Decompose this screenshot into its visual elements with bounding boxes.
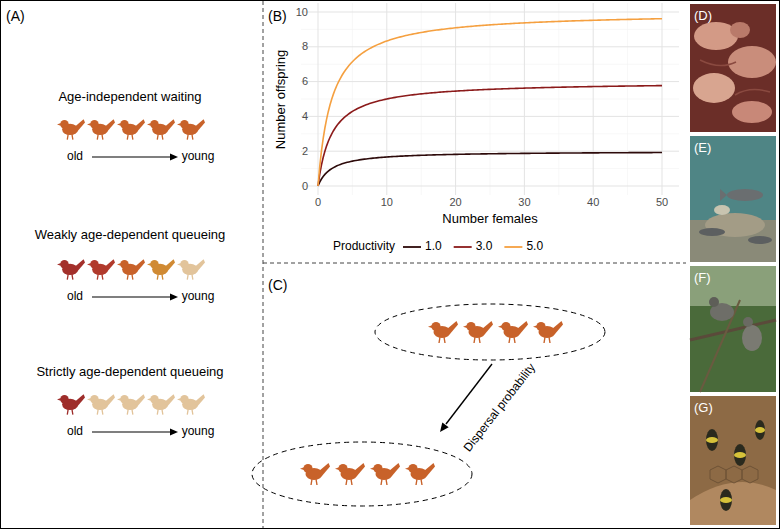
axis-end-label: young	[182, 425, 215, 439]
bird-row	[57, 394, 205, 415]
grid-line	[490, 3, 491, 195]
scenario-title: Strictly age-dependent queueing	[36, 365, 223, 380]
grid-line	[301, 116, 679, 117]
legend-text: 3.0	[476, 240, 493, 254]
photo-mole-rats	[690, 4, 776, 132]
grid-line	[524, 3, 525, 195]
axis-end-label: old	[67, 290, 83, 304]
legend-title: Productivity	[333, 240, 395, 254]
legend-line	[504, 246, 522, 248]
panel-label: (B)	[268, 8, 287, 24]
tick-label: 20	[449, 196, 461, 209]
tick-label: 6	[302, 75, 308, 88]
line-plot	[301, 3, 679, 247]
grid-line	[301, 12, 679, 13]
bird-row	[57, 259, 205, 280]
tick-label: 8	[302, 40, 308, 53]
age-arrow	[92, 154, 178, 436]
grid-line	[558, 3, 559, 195]
grid-line	[627, 3, 628, 195]
tick-label: 10	[381, 196, 393, 209]
data-curve	[318, 153, 662, 186]
grid-line	[593, 3, 594, 195]
grid-line	[352, 3, 353, 195]
panel-label: (E)	[694, 141, 711, 156]
grid-line	[662, 3, 663, 195]
tick-label: 4	[302, 110, 308, 123]
group-ellipse	[252, 442, 472, 506]
legend-line	[403, 246, 421, 248]
grid-line	[301, 151, 679, 152]
axis-title: Number offspring	[275, 49, 290, 148]
scenario-title: Weakly age-dependent queueing	[35, 228, 226, 243]
axis-end-label: old	[67, 150, 83, 164]
axis-end-label: old	[67, 425, 83, 439]
legend-text: 1.0	[425, 240, 442, 254]
axis-title: Number females	[442, 212, 537, 227]
photo-birds	[690, 266, 776, 392]
tick-label: 10	[296, 6, 308, 19]
photo-fish	[690, 136, 776, 262]
axis-end-label: young	[182, 290, 215, 304]
group-ellipse	[375, 304, 605, 360]
legend-line	[454, 246, 472, 248]
grid-line	[301, 186, 679, 187]
legend-text: 5.0	[526, 240, 543, 254]
bird-row	[57, 119, 205, 140]
tick-label: 40	[587, 196, 599, 209]
photo-wasps	[690, 396, 776, 525]
panel-label: (G)	[694, 401, 713, 416]
data-curve	[318, 19, 662, 186]
panel-label: (C)	[268, 277, 287, 293]
tick-label: 0	[302, 180, 308, 193]
tick-label: 0	[315, 196, 321, 209]
panel-label: (D)	[694, 9, 712, 24]
data-curve	[318, 86, 662, 186]
grid-line	[455, 3, 456, 195]
grid-line	[318, 3, 319, 195]
tick-label: 30	[518, 196, 530, 209]
scenario-title: Age-independent waiting	[58, 90, 201, 105]
grid-line	[301, 81, 679, 82]
arrow-label: Dispersal probability	[461, 361, 538, 455]
bird-group	[300, 463, 435, 485]
panel-divider	[263, 1, 264, 528]
tick-label: 2	[302, 145, 308, 158]
bird-group	[428, 321, 563, 343]
panel-label: (F)	[694, 271, 711, 286]
panel-label: (A)	[6, 8, 25, 24]
tick-label: 50	[656, 196, 668, 209]
axis-end-label: young	[182, 150, 215, 164]
panel-divider	[263, 263, 686, 264]
grid-line	[301, 46, 679, 47]
